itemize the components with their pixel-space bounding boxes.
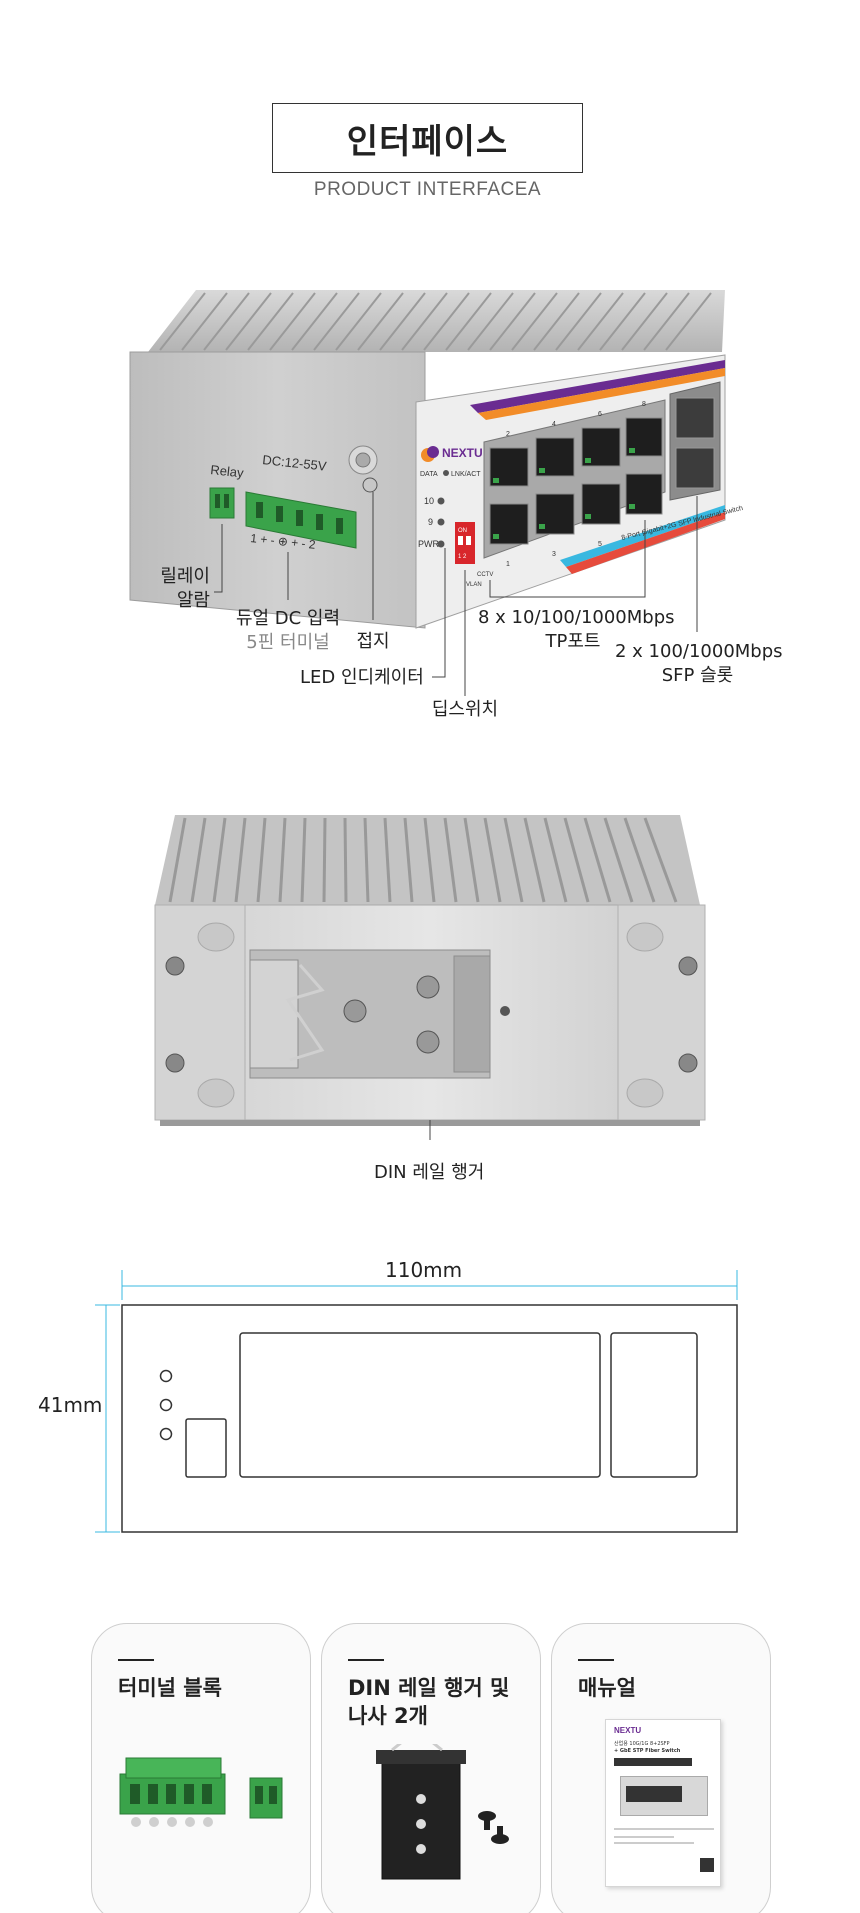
callout-tp-ports-line2: TP포트	[545, 631, 601, 652]
device-back-illustration	[154, 815, 706, 1140]
page-title: 인터페이스	[272, 103, 583, 173]
port-num: 7	[642, 531, 646, 538]
port-num: 6	[598, 411, 602, 418]
port-num: 2	[506, 431, 510, 438]
device-front-illustration: Relay DC:12-55V 1 + - ⊕ + - 2 NEXTU DATA…	[129, 290, 744, 696]
callout-dual-dc: 듀얼 DC 입력 5핀 터미널	[228, 607, 348, 655]
led-pwr-label: PWR	[418, 539, 439, 549]
manual-brand: NEXTU	[614, 1726, 642, 1735]
port-num: 5	[598, 541, 602, 548]
port-num: 8	[642, 401, 646, 408]
accessory-card-terminal: 터미널 블록	[91, 1623, 311, 1913]
outline-front	[121, 1304, 738, 1533]
dimension-width: 110mm	[385, 1258, 463, 1282]
card-title-line1: 터미널 블록	[118, 1676, 222, 1700]
manual-thumbnail: NEXTU 산업용 10G/1G 8+2SFP + GbE STP Fiber …	[605, 1719, 721, 1887]
relay-label: Relay	[210, 462, 245, 480]
sfp-slot	[675, 397, 715, 439]
dc-label: DC:12-55V	[262, 452, 328, 474]
outline-sfp	[610, 1332, 698, 1478]
card-rule	[348, 1659, 384, 1661]
callout-dual-dc-line1: 듀얼 DC 입력	[235, 608, 341, 629]
outline-dip	[185, 1418, 227, 1478]
outline-ports	[239, 1332, 601, 1478]
callout-tp-ports: 8 x 10/100/1000Mbps TP포트	[478, 606, 675, 654]
callout-sfp-line1: 2 x 100/1000Mbps	[615, 641, 783, 662]
callout-relay-alarm: 릴레이 알람	[150, 565, 210, 613]
callout-dual-dc-line2: 5핀 터미널	[246, 632, 330, 653]
led-9-label: 9	[428, 517, 433, 527]
callout-relay-alarm-line2: 알람	[176, 590, 210, 611]
card-title-line1: 매뉴얼	[578, 1676, 636, 1700]
card-title: DIN 레일 행거 및 나사 2개	[348, 1674, 509, 1730]
dip-cctv-label: CCTV	[477, 572, 493, 578]
dimension-height: 41mm	[38, 1393, 103, 1417]
callout-sfp-line2: SFP 슬롯	[661, 665, 734, 686]
manual-line1: 산업용 10G/1G 8+2SFP	[614, 1741, 670, 1747]
dip-nums-label: 1 2	[458, 554, 467, 560]
page-subtitle: PRODUCT INTERFACEA	[313, 179, 542, 200]
callout-ground: 접지	[356, 631, 390, 652]
accessory-card-manual: 매뉴얼 NEXTU 산업용 10G/1G 8+2SFP + GbE STP Fi…	[551, 1623, 771, 1913]
callout-led-indicator: LED 인디케이터	[300, 667, 424, 688]
card-title: 매뉴얼	[578, 1674, 636, 1702]
accessory-card-din-rail: DIN 레일 행거 및 나사 2개	[321, 1623, 541, 1913]
manual-line2: + GbE STP Fiber Switch	[614, 1748, 681, 1754]
port-num: 3	[552, 551, 556, 558]
callout-dip-switch: 딥스위치	[431, 699, 499, 720]
callout-tp-ports-line1: 8 x 10/100/1000Mbps	[478, 607, 675, 628]
dip-on-label: ON	[458, 528, 467, 534]
din-rail-hanger-image	[376, 1744, 509, 1880]
callout-sfp-slots: 2 x 100/1000Mbps SFP 슬롯	[615, 640, 783, 688]
callout-relay-alarm-line1: 릴레이	[160, 566, 210, 587]
card-title-line2: 나사 2개	[348, 1704, 428, 1728]
led-10-label: 10	[424, 496, 434, 506]
din-rail-caption: DIN 레일 행거	[374, 1162, 485, 1183]
sfp-slot	[675, 447, 715, 489]
dimension-drawing	[95, 1270, 738, 1533]
dip-vlan-label: VLAN	[466, 582, 482, 588]
terminal-marks: 1 + - ⊕ + - 2	[250, 531, 317, 552]
card-title-line1: DIN 레일 행거 및	[348, 1676, 510, 1700]
led-data-label: DATA	[420, 471, 438, 478]
card-rule	[118, 1659, 154, 1661]
card-rule	[578, 1659, 614, 1661]
port-num: 4	[552, 421, 556, 428]
brand-logo-text: NEXTU	[442, 446, 483, 460]
dip-switch	[455, 522, 475, 564]
port-num: 1	[506, 561, 510, 568]
terminal-block-image	[119, 1757, 283, 1827]
led-link-label: LNK/ACT	[451, 471, 481, 478]
card-title: 터미널 블록	[118, 1674, 222, 1702]
